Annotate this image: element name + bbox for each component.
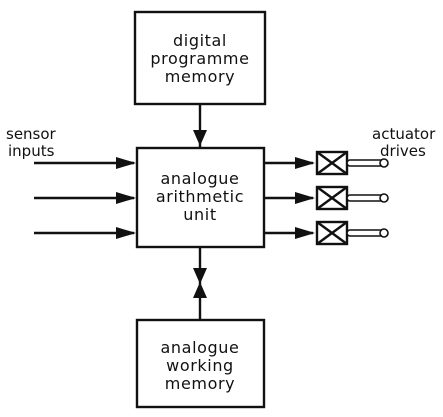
program-memory-box	[133, 10, 267, 106]
unit-to-memory-arrowhead	[193, 282, 207, 298]
arith-unit-line-3: unit	[183, 205, 216, 224]
actuator-2-shaft	[346, 194, 384, 202]
memory-to-unit-arrowhead	[193, 268, 207, 284]
program-memory-line-1: digital	[173, 31, 227, 50]
actuator-drives-label-2: drives	[380, 142, 426, 160]
sensor-input-arrowhead-1	[116, 157, 136, 169]
program-memory-block: digital programme memory	[133, 10, 267, 106]
working-memory-block: analogue working memory	[135, 318, 266, 409]
working-memory-line-2: working	[166, 356, 234, 375]
actuator-arrowhead-3	[295, 227, 315, 239]
actuator-2-cross-b	[316, 186, 348, 210]
actuator-drives-label-1: actuator	[372, 125, 436, 143]
actuator-arrowhead-1	[295, 157, 315, 169]
actuator-1-shaft	[346, 159, 384, 167]
program-memory-line-2: programme	[150, 49, 249, 68]
sensor-inputs-label-1: sensor	[6, 125, 57, 143]
sensor-input-arrowhead-3	[116, 227, 136, 239]
working-memory-line-1: analogue	[161, 338, 240, 357]
actuator-2	[315, 185, 389, 211]
actuator-1-tip	[379, 158, 389, 168]
actuator-1-cross-b	[316, 151, 348, 175]
actuator-3-tip	[379, 228, 389, 238]
arith-unit-block: analogue arithmetic unit	[135, 146, 266, 249]
actuator-arrowhead-2	[295, 192, 315, 204]
program-memory-line-3: memory	[165, 67, 235, 86]
actuator-3-shaft	[346, 229, 384, 237]
arith-unit-line-1: analogue	[161, 169, 240, 188]
arith-unit-line-2: arithmetic	[156, 187, 244, 206]
program-to-unit-arrowhead	[193, 130, 207, 146]
actuator-1	[315, 150, 389, 176]
sensor-input-arrows	[34, 157, 136, 239]
actuator-2-tip	[379, 193, 389, 203]
actuator-3-cross-b	[316, 221, 348, 245]
sensor-inputs-label-2: inputs	[8, 142, 55, 160]
actuator-3	[315, 220, 389, 246]
sensor-input-arrowhead-2	[116, 192, 136, 204]
actuator-outputs	[264, 150, 389, 246]
working-memory-line-3: memory	[165, 374, 235, 393]
working-memory-box	[135, 318, 266, 409]
